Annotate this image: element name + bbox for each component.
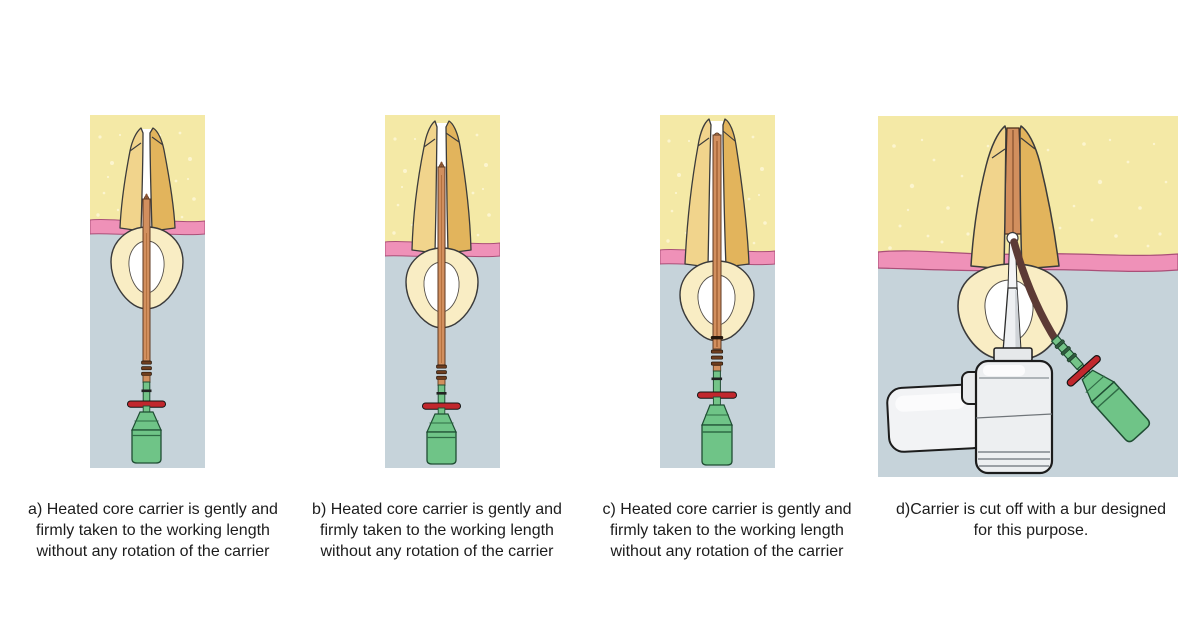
carrier-depth-rings xyxy=(141,360,152,376)
caption-b-line-1: b) Heated core carrier is gently and xyxy=(312,501,562,518)
caption-b-line-3: without any rotation of the carrier xyxy=(320,543,554,560)
caption-b-line-2: firmly taken to the working length xyxy=(320,522,554,539)
tilted-carrier-handle xyxy=(1050,334,1151,443)
caption-c-line-3: without any rotation of the carrier xyxy=(610,543,844,560)
caption-a-line-1: a) Heated core carrier is gently and xyxy=(28,501,278,518)
caption-d: d)Carrier is cut off with a bur designed… xyxy=(878,499,1184,541)
caption-c: c) Heated core carrier is gently and fir… xyxy=(587,499,867,562)
dental-handpiece xyxy=(886,359,1054,475)
rubber-stop xyxy=(1066,355,1101,387)
core-carrier-shaft xyxy=(142,198,151,362)
tooth-root xyxy=(119,127,176,232)
caption-c-line-2: firmly taken to the working length xyxy=(610,522,844,539)
panel-b xyxy=(385,115,500,468)
tooth-carrier-illustration-b xyxy=(385,115,500,468)
carrier-handle xyxy=(426,407,457,465)
tooth-root xyxy=(970,125,1060,270)
caption-a-line-2: firmly taken to the working length xyxy=(36,522,270,539)
tooth-carrier-illustration-c xyxy=(660,115,775,468)
caption-a: a) Heated core carrier is gently and fir… xyxy=(13,499,293,562)
tooth-carrier-illustration-a xyxy=(90,115,205,468)
caption-d-line-2: for this purpose. xyxy=(973,522,1089,539)
caption-c-line-1: c) Heated core carrier is gently and xyxy=(602,501,852,518)
carrier-tip-point xyxy=(145,193,148,200)
carrier-collar-ring xyxy=(710,336,724,340)
carrier-cutoff-illustration-d xyxy=(878,116,1178,477)
caption-d-line-1: d)Carrier is cut off with a bur designed xyxy=(895,501,1167,518)
carrier-shaft-end xyxy=(712,365,722,372)
carrier-shaft-end xyxy=(142,375,151,383)
carrier-depth-rings xyxy=(710,349,724,366)
carrier-handle xyxy=(701,396,733,466)
carrier-tip-point xyxy=(440,161,443,168)
core-carrier-shaft xyxy=(437,166,446,366)
panel-c xyxy=(660,115,775,468)
caption-b: b) Heated core carrier is gently and fir… xyxy=(297,499,577,562)
core-carrier-shaft xyxy=(712,134,722,350)
panel-a xyxy=(90,115,205,468)
bur-chuck-cap xyxy=(993,347,1033,362)
carrier-depth-rings xyxy=(436,364,447,380)
carrier-handle xyxy=(131,405,162,464)
handpiece-head xyxy=(974,359,1054,475)
panel-d xyxy=(878,116,1178,477)
handle-neck xyxy=(711,370,723,393)
bent-carrier-shaft xyxy=(1010,238,1061,346)
caption-a-line-3: without any rotation of the carrier xyxy=(36,543,270,560)
